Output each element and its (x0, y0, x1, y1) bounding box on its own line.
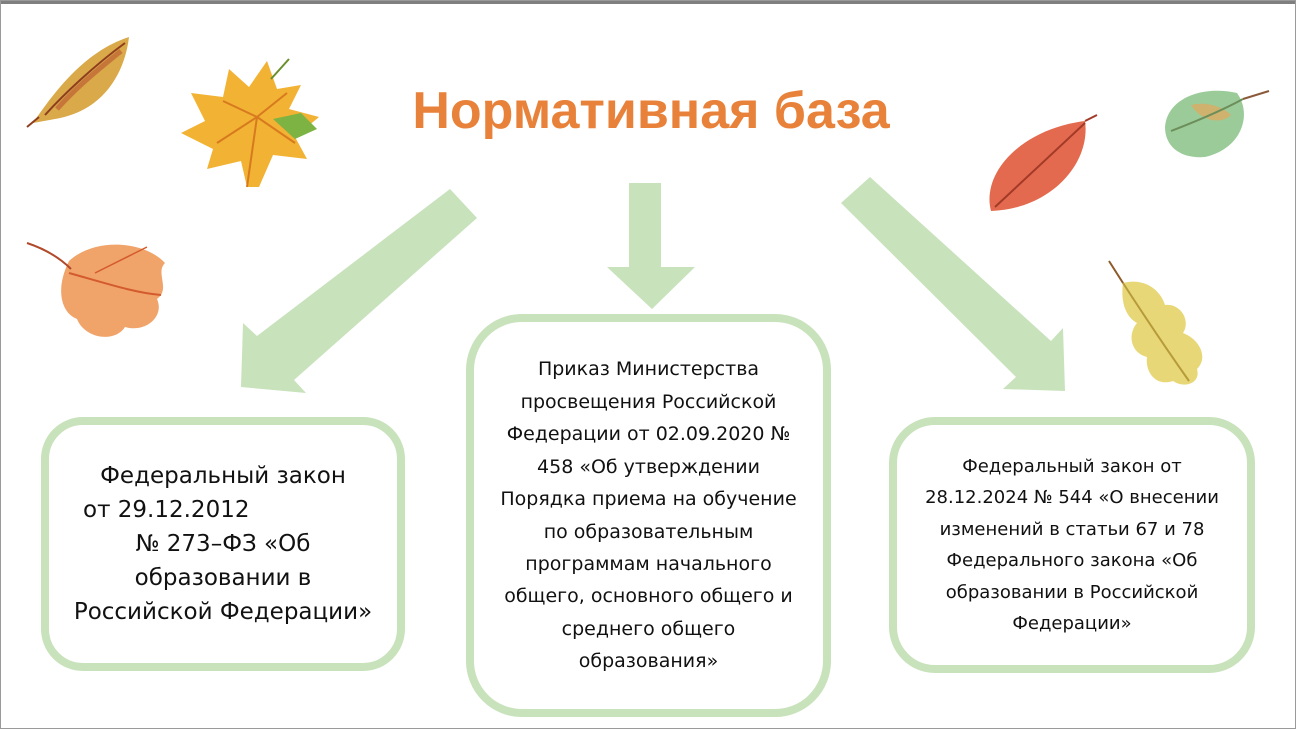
box-federal-law-273: Федеральный закон от 29.12.2012 № 273–ФЗ… (41, 417, 405, 671)
maple-leaf-icon (181, 58, 319, 188)
autumn-leaf-icon (1108, 260, 1203, 385)
autumn-leaf-icon (26, 242, 165, 337)
box-federal-law-544: Федеральный закон от 28.12.2024 № 544 «О… (889, 417, 1255, 673)
box-order-458: Приказ Министерства просвещения Российск… (466, 314, 831, 717)
arrow-left-down (241, 189, 477, 393)
arrow-down (607, 183, 695, 309)
box-left-line1: Федеральный закон (100, 463, 346, 489)
autumn-leaf-icon (26, 37, 129, 128)
box-left-line3: № 273–ФЗ «Об образовании в Российской Фе… (73, 531, 373, 625)
autumn-leaf-icon (1165, 90, 1270, 158)
box-right-text: Федеральный закон от 28.12.2024 № 544 «О… (925, 455, 1219, 635)
arrow-right-down (841, 177, 1065, 391)
page-title: Нормативная база (412, 82, 890, 140)
box-left-line2: от 29.12.2012 (83, 497, 250, 523)
autumn-leaf-icon (989, 114, 1098, 211)
box-center-text: Приказ Министерства просвещения Российск… (500, 358, 797, 673)
